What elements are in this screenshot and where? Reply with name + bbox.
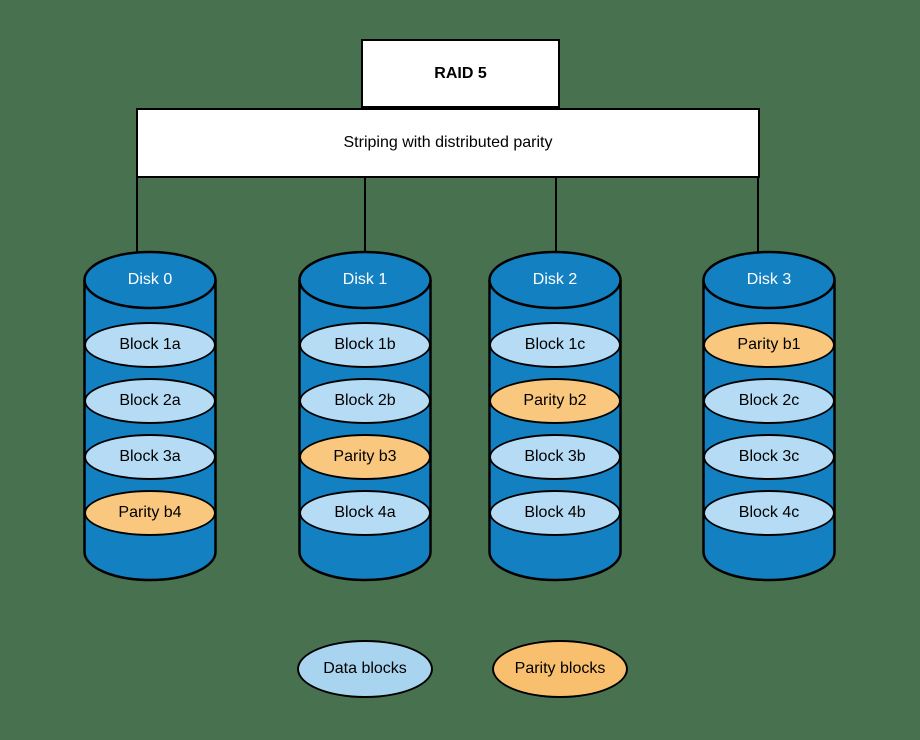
disk-2-block-2: Parity b2 (489, 378, 621, 424)
disk-2-block-1: Block 1c (489, 322, 621, 368)
disk-3: Disk 3 Parity b1 Block 2c Block 3c Block… (701, 250, 837, 582)
striping-subtitle-box: Striping with distributed parity (136, 108, 760, 178)
disk-3-label: Disk 3 (746, 271, 792, 288)
connector-line-disk3 (757, 178, 759, 254)
disk-3-block-2: Block 2c (703, 378, 835, 424)
disk-2-block-3: Block 3b (489, 434, 621, 480)
legend-data-blocks: Data blocks (297, 640, 433, 698)
connector-line-disk1 (364, 178, 366, 254)
cylinder-top (702, 250, 836, 310)
disk-1-label: Disk 1 (342, 271, 388, 288)
legend-parity-blocks: Parity blocks (492, 640, 628, 698)
cylinder-top (83, 250, 217, 310)
disk-0-label: Disk 0 (127, 271, 173, 288)
disk-0-block-2: Block 2a (84, 378, 216, 424)
disk-3-block-1: Parity b1 (703, 322, 835, 368)
disk-1-block-3: Parity b3 (299, 434, 431, 480)
cylinder-top (488, 250, 622, 310)
disk-2-label: Disk 2 (532, 271, 578, 288)
disk-0: Disk 0 Block 1a Block 2a Block 3a Parity… (82, 250, 218, 582)
disk-3-block-3: Block 3c (703, 434, 835, 480)
disk-0-block-1: Block 1a (84, 322, 216, 368)
disk-0-block-4: Parity b4 (84, 490, 216, 536)
disk-2: Disk 2 Block 1c Parity b2 Block 3b Block… (487, 250, 623, 582)
disk-0-block-3: Block 3a (84, 434, 216, 480)
disk-3-block-4: Block 4c (703, 490, 835, 536)
disk-1: Disk 1 Block 1b Block 2b Parity b3 Block… (297, 250, 433, 582)
striping-subtitle: Striping with distributed parity (343, 134, 553, 151)
disk-1-block-1: Block 1b (299, 322, 431, 368)
disk-1-block-4: Block 4a (299, 490, 431, 536)
cylinder-top (298, 250, 432, 310)
connector-line-disk2 (555, 178, 557, 254)
raid5-title: RAID 5 (434, 64, 487, 82)
disk-2-block-4: Block 4b (489, 490, 621, 536)
raid5-title-box: RAID 5 (361, 39, 560, 108)
disk-1-block-2: Block 2b (299, 378, 431, 424)
connector-line-disk0 (136, 178, 138, 254)
